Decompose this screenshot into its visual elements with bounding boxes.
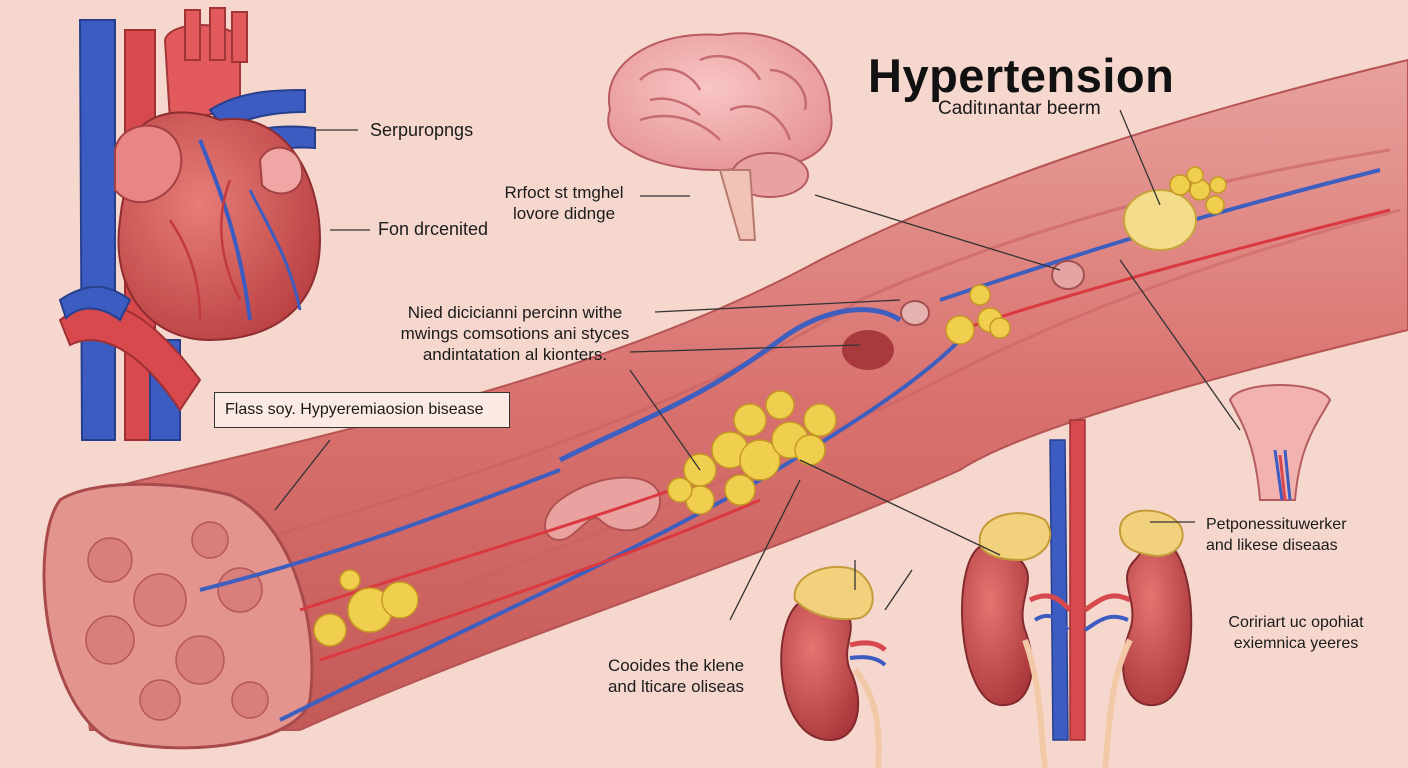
blood-vessel xyxy=(42,58,1408,750)
brain xyxy=(607,32,833,241)
boxed-label: Flass soy. Hypyeremiaosion bisease xyxy=(214,392,510,428)
label-vessel: Nied dicicianni percinn withe mwings com… xyxy=(370,302,660,365)
kidney-pair xyxy=(961,419,1193,768)
label-kidney-pair-line-1: Petponessituwerker xyxy=(1206,516,1347,533)
label-vessel-line-3: andintatation al kionters. xyxy=(422,345,608,364)
label-vessel-line-1: Nied dicicianni percinn withe xyxy=(407,303,623,322)
label-brain-line-1: Rrfoct st tmghel xyxy=(504,183,624,202)
leader-lines xyxy=(274,109,1241,621)
label-heart-upper: Serpuropngs xyxy=(370,120,474,140)
label-kidney-pair-bottom: Coririart uc opohiat exiemnica yeeres xyxy=(1206,612,1386,654)
large-plaque-deposit xyxy=(1123,166,1227,251)
diagram-subtitle: Caditınantar beerm xyxy=(938,98,1101,119)
label-kidney-pair-line-3: Coririart uc opohiat xyxy=(1228,614,1364,631)
label-brain: Rrfoct st tmghel lovore didnge xyxy=(480,182,648,224)
plaque-deposit xyxy=(667,390,837,515)
diagram-title: Hypertension xyxy=(868,49,1175,102)
label-vessel-line-2: mwings comsotions ani styces xyxy=(400,324,630,343)
label-kidney-pair-line-2: and likese diseaas xyxy=(1206,537,1338,554)
label-kidney-pair-top: Petponessituwerker and likese diseaas xyxy=(1206,514,1347,556)
heart xyxy=(58,7,322,441)
label-single-kidney-line-1: Cooides the klene xyxy=(607,656,745,675)
small-organ xyxy=(1228,384,1332,501)
label-kidney-pair-line-4: exiemnica yeeres xyxy=(1233,635,1359,652)
label-heart-lower: Fon drcenited xyxy=(378,219,489,239)
label-single-kidney-line-2: and lticare oliseas xyxy=(607,677,745,696)
single-kidney xyxy=(780,565,887,768)
label-single-kidney: Cooides the klene and lticare oliseas xyxy=(588,655,764,697)
label-brain-line-2: lovore didnge xyxy=(512,204,616,223)
